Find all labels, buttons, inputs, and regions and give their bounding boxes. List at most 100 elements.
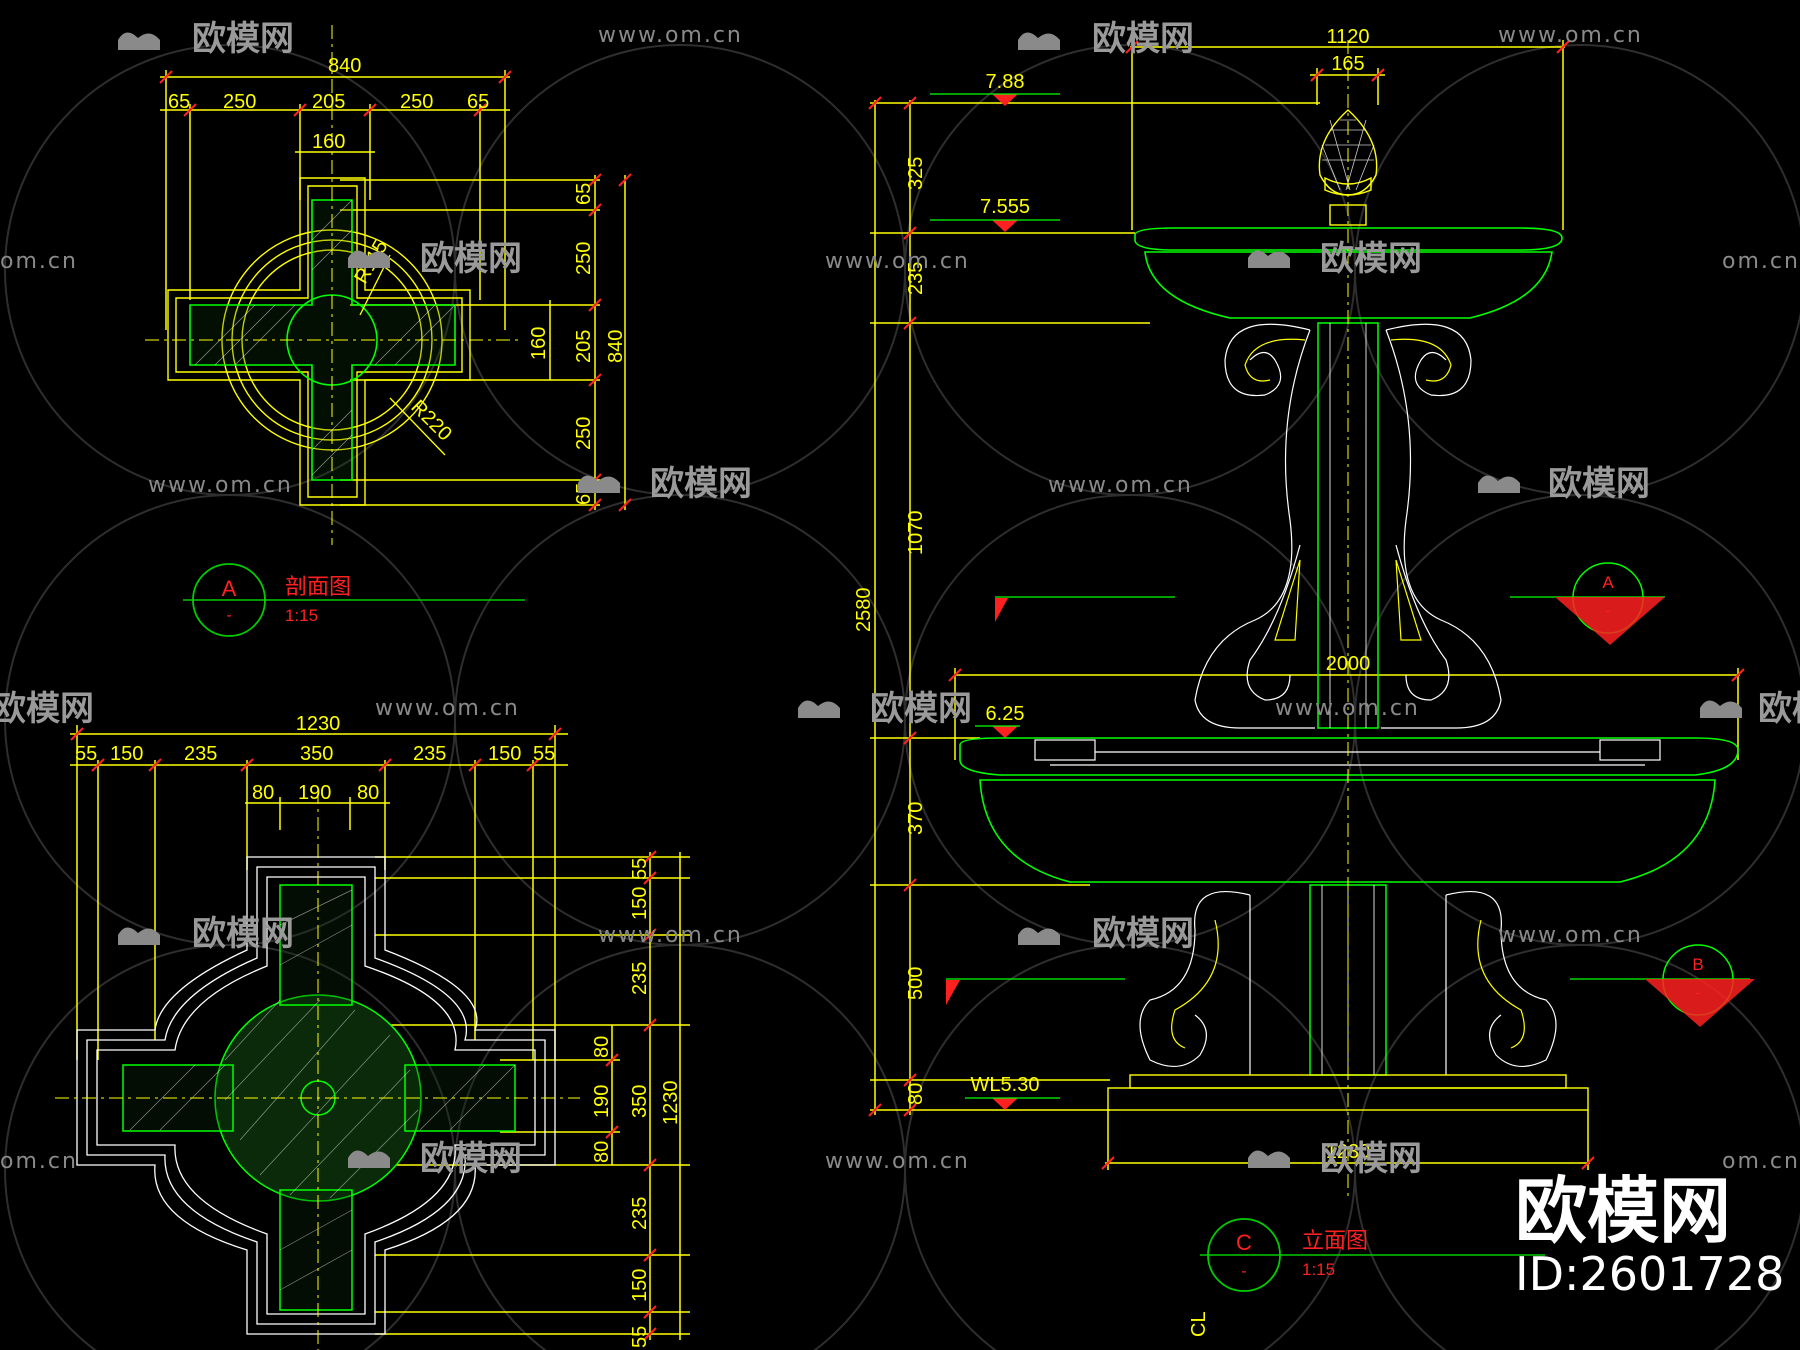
section-b-sub: - (1696, 984, 1701, 1000)
watermark-url-4: www.om.cn (148, 473, 293, 498)
dim-a-250-left: 250 (223, 91, 256, 113)
level-c-wl530: WL5.30 (971, 1074, 1040, 1096)
brand-corner: 欧模网 ID:2601728 (1515, 1169, 1784, 1301)
watermark-url-2: www.om.cn (1498, 23, 1643, 48)
view-a-title: 剖面图 (285, 574, 351, 599)
dim-b-55-right: 55 (533, 743, 555, 765)
watermark-partial-domain-2: om.cn (1722, 249, 1800, 274)
view-c-elevation: A - B - 1120 165 7.88 7.555 6.25 WL5.30 … (853, 26, 1755, 1337)
watermark-brand-3: 欧模网 (420, 239, 522, 279)
view-c-scale: 1:15 (1302, 1260, 1335, 1279)
dim-b-235-right: 235 (413, 743, 446, 765)
view-c-title: 立面图 (1302, 1228, 1368, 1253)
watermark-url-6: www.om.cn (375, 696, 520, 721)
dim-a-250-right-bottom: 250 (573, 417, 595, 450)
watermark-partial-domain-3: om.cn (0, 1149, 78, 1174)
dim-a-205: 205 (312, 91, 345, 113)
dim-a-160: 160 (312, 131, 345, 153)
brand-name: 欧模网 (1515, 1169, 1731, 1253)
watermark-brand-1: 欧模网 (192, 19, 294, 59)
watermark-arcs (4, 44, 1800, 1350)
watermark-brand-11: 欧模网 (1320, 1139, 1422, 1179)
dim-c-165: 165 (1331, 53, 1364, 75)
watermark-brand-7: 欧模网 (870, 689, 972, 729)
dim-c-500: 500 (905, 967, 927, 1000)
dim-b-350-right: 350 (629, 1085, 651, 1118)
dim-b-150-right: 150 (488, 743, 521, 765)
dim-b-80-right: 80 (357, 782, 379, 804)
watermark-brand-10: 欧模网 (420, 1139, 522, 1179)
watermark-url-7: www.om.cn (1275, 696, 1420, 721)
section-marker-b: B - (946, 944, 1755, 1027)
watermark-url-3: www.om.cn (825, 249, 970, 274)
watermark-partial-domain-1: om.cn (0, 249, 78, 274)
dim-a-250-right: 250 (400, 91, 433, 113)
watermark-brand-5: 欧模网 (650, 464, 752, 504)
dim-b-80-right-bottom: 80 (591, 1141, 613, 1163)
dim-b-150-right-top: 150 (629, 887, 651, 920)
watermark-url-5: www.om.cn (1048, 473, 1193, 498)
dim-c-1070: 1070 (905, 511, 927, 556)
view-a-title-tag: A - 剖面图 1:15 (183, 563, 525, 637)
dim-b-150-left: 150 (110, 743, 143, 765)
dim-a-840-right: 840 (605, 330, 627, 363)
dim-b-235-right-bottom: 235 (629, 1197, 651, 1230)
dim-b-150-right-bottom: 150 (629, 1269, 651, 1302)
watermark-brand-6: 欧模网 (1548, 464, 1650, 504)
dim-c-370: 370 (905, 802, 927, 835)
dim-c-1230: 1230 (1326, 1141, 1371, 1163)
dim-c-80: 80 (905, 1083, 927, 1105)
dim-b-80-left: 80 (252, 782, 274, 804)
dim-a-205-right: 205 (573, 330, 595, 363)
dim-b-350: 350 (300, 743, 333, 765)
dim-b-190-right: 190 (591, 1085, 613, 1118)
dim-c-2580: 2580 (853, 588, 875, 633)
view-c-tag-letter: C (1236, 1230, 1252, 1255)
watermark-url-9: www.om.cn (1498, 923, 1643, 948)
dim-c-325: 325 (905, 157, 927, 190)
watermark-brand-8: 欧模网 (192, 914, 294, 954)
view-b-plan: 1230 55 150 235 350 235 150 55 80 190 80… (55, 713, 690, 1350)
dim-a-65-left: 65 (168, 91, 190, 113)
view-a-section: 840 65 250 205 250 65 160 65 250 205 160… (145, 25, 632, 637)
brand-id: ID:2601728 (1515, 1247, 1784, 1301)
dim-c-2000: 2000 (1326, 653, 1371, 675)
dim-a-250-right-top: 250 (573, 242, 595, 275)
dim-b-1230-top: 1230 (296, 713, 341, 735)
dim-b-55-left: 55 (75, 743, 97, 765)
level-c-788: 7.88 (986, 71, 1025, 93)
dim-b-1230-right: 1230 (660, 1081, 682, 1126)
level-c-7555: 7.555 (980, 196, 1030, 218)
watermark-brand-9: 欧模网 (1092, 914, 1194, 954)
dim-c-1120: 1120 (1326, 26, 1369, 48)
centerline-label: CL (1188, 1311, 1210, 1337)
dim-b-235-right-top: 235 (629, 962, 651, 995)
view-a-scale: 1:15 (285, 606, 318, 625)
watermarks: 欧模网 www.om.cn 欧模网 www.om.cn om.cn 欧模网 ww… (0, 19, 1800, 1179)
watermark-url-1: www.om.cn (598, 23, 743, 48)
dim-b-235-left: 235 (184, 743, 217, 765)
watermark-partial-brand-2: 欧模网 (1758, 689, 1800, 729)
watermark-url-8: www.om.cn (598, 923, 743, 948)
view-a-tag-letter: A (222, 576, 237, 601)
section-b-letter: B (1692, 955, 1703, 974)
dim-a-65-right-top: 65 (573, 183, 595, 205)
watermark-url-10: www.om.cn (825, 1149, 970, 1174)
view-a-tag-sub: - (226, 607, 231, 624)
section-a-letter: A (1602, 573, 1614, 592)
dim-c-235: 235 (905, 262, 927, 295)
dim-b-55-right-top: 55 (629, 858, 651, 880)
radius-a-large: R220 (406, 396, 455, 445)
section-marker-a: A - (995, 562, 1665, 645)
view-c-tag-sub: - (1241, 1263, 1246, 1280)
dim-a-65-right: 65 (467, 91, 489, 113)
dim-a-840-top: 840 (328, 55, 361, 77)
dim-b-80-right-top: 80 (591, 1036, 613, 1058)
level-c-625: 6.25 (986, 703, 1025, 725)
watermark-partial-domain-4: om.cn (1722, 1149, 1800, 1174)
dim-b-190: 190 (298, 782, 331, 804)
dim-a-160-right: 160 (528, 327, 550, 360)
watermark-brand-2: 欧模网 (1092, 19, 1194, 59)
watermark-partial-brand-1: 欧模网 (0, 689, 94, 729)
